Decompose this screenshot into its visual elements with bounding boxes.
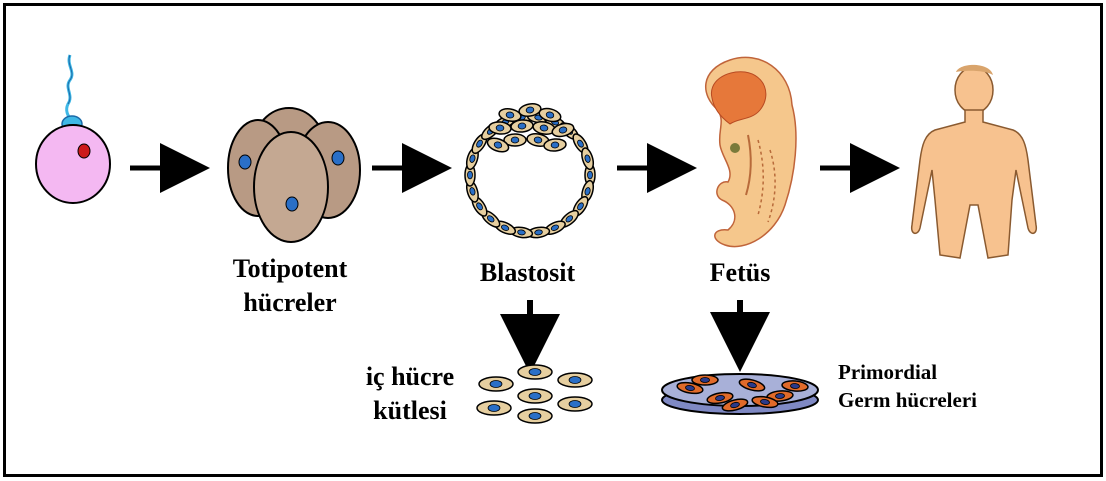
zygote-icon: [36, 55, 110, 203]
totipotent-label-line1: Totipotent: [205, 252, 375, 286]
primordial-germ-label-line2: Germ hücreleri: [838, 386, 1038, 414]
totipotent-label: Totipotent hücreler: [205, 252, 375, 320]
morula-icon: [228, 108, 360, 242]
inner-cell: [558, 373, 592, 387]
inner-cell: [558, 397, 592, 411]
inner-cell-mass-icon: [477, 365, 592, 423]
fetus-label: Fetüs: [680, 256, 800, 290]
inner-cell: [518, 389, 552, 403]
fetus-icon: [706, 57, 796, 246]
blastocyst-label: Blastosit: [445, 256, 610, 290]
inner-cell: [479, 377, 513, 391]
germ-cell: [692, 375, 718, 385]
petri-dish-icon: [662, 374, 818, 414]
inner-cell-mass-label-line2: kütlesi: [345, 394, 475, 428]
human-icon: [912, 65, 1037, 258]
blastocyst-icon: [465, 102, 596, 239]
inner-cell-mass-label: iç hücre kütlesi: [345, 360, 475, 428]
primordial-germ-label: Primordial Germ hücreleri: [838, 358, 1038, 414]
inner-cell: [518, 409, 552, 423]
inner-cell: [477, 401, 511, 415]
inner-cell: [518, 365, 552, 379]
primordial-germ-label-line1: Primordial: [838, 358, 1038, 386]
inner-cell-mass-label-line1: iç hücre: [345, 360, 475, 394]
totipotent-label-line2: hücreler: [205, 286, 375, 320]
